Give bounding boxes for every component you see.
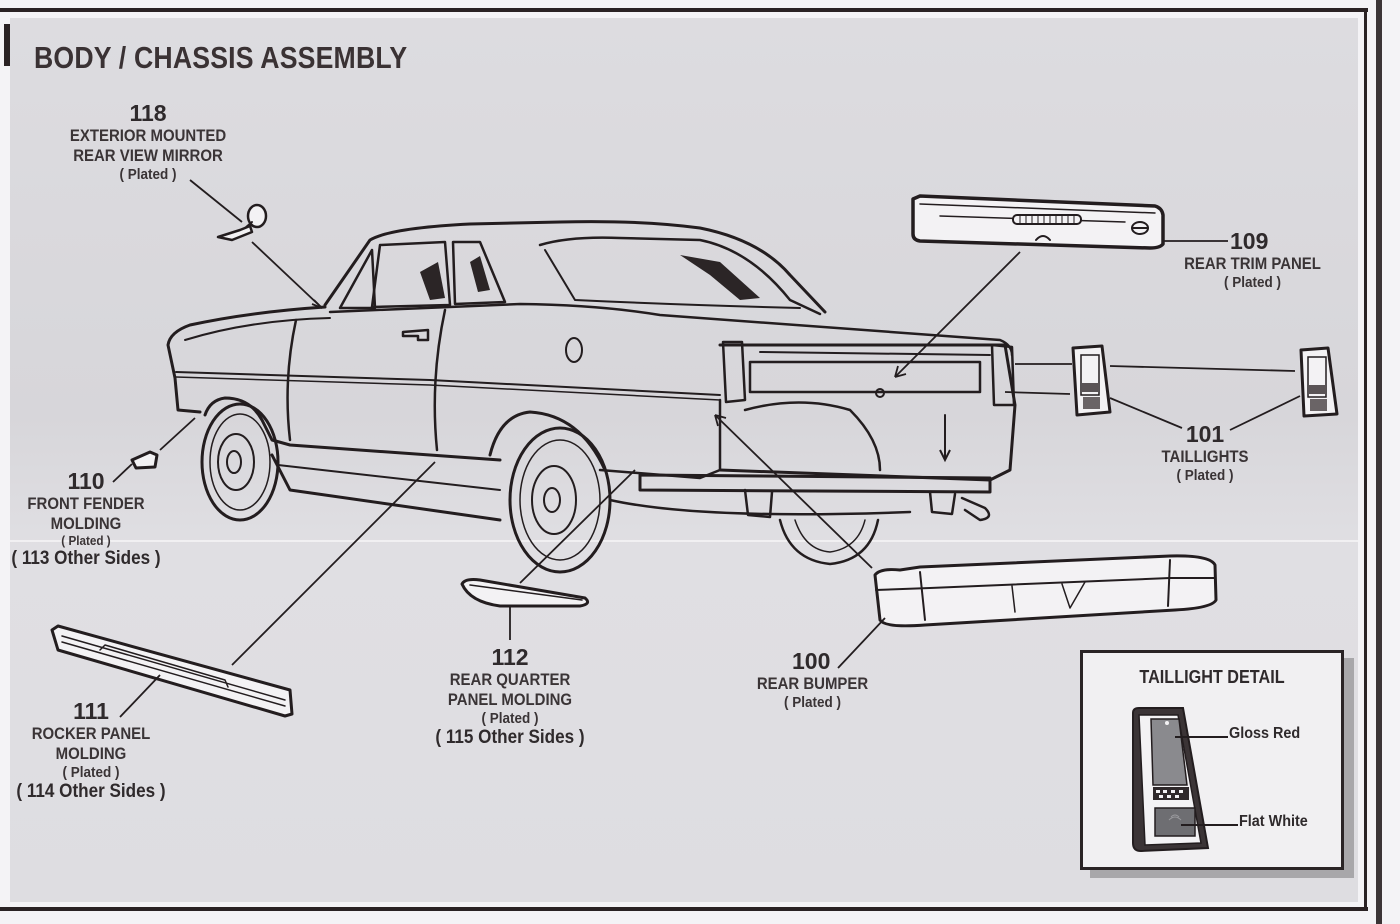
part-118-mirror bbox=[216, 203, 268, 242]
part-101-taillight-left bbox=[1071, 344, 1112, 417]
part-name: PANEL MOLDING bbox=[447, 689, 573, 709]
front-wheel bbox=[200, 402, 280, 522]
part-name: MOLDING bbox=[55, 743, 127, 763]
part-other-sides: ( 115 Other Sides ) bbox=[435, 726, 585, 748]
part-111-rocker-panel-molding bbox=[50, 624, 294, 718]
part-number: 101 bbox=[1185, 421, 1225, 447]
part-name: EXTERIOR MOUNTED bbox=[69, 126, 227, 146]
part-other-sides: ( 114 Other Sides ) bbox=[16, 780, 166, 802]
part-name: FRONT FENDER bbox=[27, 494, 145, 514]
part-finish: ( Plated ) bbox=[62, 763, 120, 781]
detail-title: TAILLIGHT DETAIL bbox=[1139, 667, 1285, 687]
part-number: 111 bbox=[73, 698, 109, 724]
callout-109-rear-trim-panel: 109 REAR TRIM PANEL ( Plated ) bbox=[1170, 228, 1335, 291]
part-number: 109 bbox=[1230, 228, 1269, 254]
part-other-sides: ( 113 Other Sides ) bbox=[11, 548, 161, 570]
part-number: 100 bbox=[792, 648, 831, 674]
leader-lines bbox=[112, 179, 1301, 718]
part-name: REAR VIEW MIRROR bbox=[73, 145, 223, 165]
frame-border-bottom bbox=[0, 907, 1368, 911]
callout-112-rear-quarter-molding: 112 REAR QUARTER PANEL MOLDING ( Plated … bbox=[420, 644, 600, 749]
part-number: 118 bbox=[129, 100, 167, 126]
callout-111-rocker-panel-molding: 111 ROCKER PANEL MOLDING ( Plated ) ( 11… bbox=[0, 698, 182, 803]
part-name: ROCKER PANEL bbox=[31, 724, 151, 744]
label-flat-white: Flat White bbox=[1239, 813, 1308, 830]
paper-fold-line bbox=[10, 540, 1358, 542]
taillight-lens bbox=[1150, 718, 1188, 786]
page-edge bbox=[1376, 0, 1382, 924]
callout-101-taillights: 101 TAILLIGHTS ( Plated ) bbox=[1140, 421, 1270, 484]
frame-tab-left bbox=[4, 24, 10, 66]
part-finish: ( Plated ) bbox=[119, 165, 177, 183]
part-finish: ( Plated ) bbox=[481, 709, 539, 727]
callout-118-mirror: 118 EXTERIOR MOUNTED REAR VIEW MIRROR ( … bbox=[48, 100, 248, 183]
part-name: REAR TRIM PANEL bbox=[1184, 254, 1321, 274]
part-109-rear-trim-panel bbox=[911, 194, 1165, 250]
part-100-rear-bumper bbox=[873, 554, 1218, 628]
taillight-backup-lens bbox=[1154, 807, 1196, 837]
part-name: REAR BUMPER bbox=[756, 674, 869, 694]
part-name: REAR QUARTER bbox=[449, 670, 571, 690]
callout-110-front-fender-molding: 110 FRONT FENDER MOLDING ( Plated ) ( 11… bbox=[0, 468, 172, 570]
rear-wheel bbox=[508, 426, 612, 574]
part-110-front-fender-molding bbox=[130, 450, 159, 470]
callout-100-rear-bumper: 100 REAR BUMPER ( Plated ) bbox=[740, 648, 885, 711]
part-finish: ( Plated ) bbox=[61, 532, 111, 548]
part-name: MOLDING bbox=[50, 513, 122, 533]
taillight-detail-box: TAILLIGHT DETAIL Gloss Red Flat White bbox=[1080, 650, 1344, 870]
part-finish: ( Plated ) bbox=[1176, 466, 1234, 484]
part-number: 110 bbox=[67, 468, 105, 494]
frame-border-top bbox=[0, 8, 1368, 12]
label-gloss-red: Gloss Red bbox=[1229, 725, 1301, 742]
frame-border-right bbox=[1364, 8, 1367, 911]
part-finish: ( Plated ) bbox=[1223, 273, 1282, 291]
taillight-detail-illustration bbox=[1132, 707, 1238, 853]
part-number: 112 bbox=[491, 644, 529, 670]
part-101-taillight-right bbox=[1299, 346, 1339, 418]
section-title: BODY / CHASSIS ASSEMBLY bbox=[34, 40, 408, 75]
part-name: TAILLIGHTS bbox=[1161, 447, 1249, 467]
far-rear-wheel bbox=[778, 518, 880, 566]
car-body-illustration bbox=[166, 220, 1017, 522]
part-112-rear-quarter-molding bbox=[460, 578, 590, 608]
part-finish: ( Plated ) bbox=[783, 693, 842, 711]
